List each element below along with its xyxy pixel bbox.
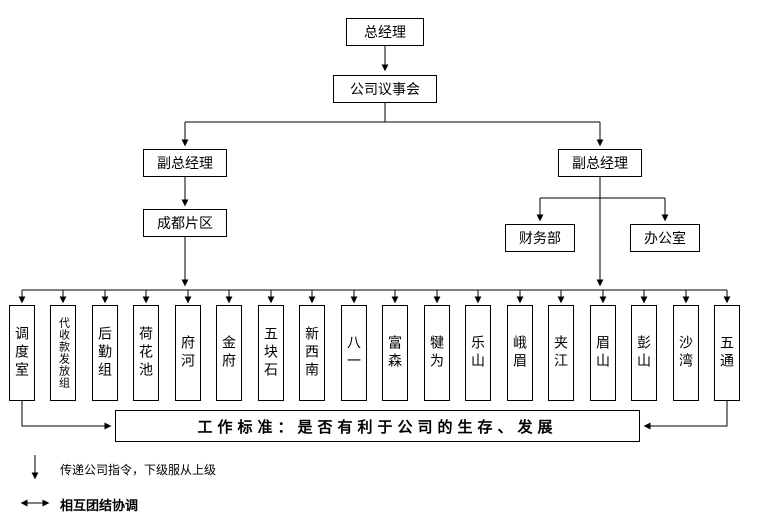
unit-label: 夹江 — [553, 335, 569, 371]
unit-box-fuhe: 府河 — [175, 305, 201, 401]
node-deputy-gm-right: 副总经理 — [558, 149, 642, 177]
unit-label: 五通 — [719, 335, 735, 371]
node-company-council: 公司议事会 — [333, 75, 437, 103]
unit-label: 富森 — [387, 335, 403, 371]
unit-label: 乐山 — [470, 335, 486, 371]
unit-box-meishan: 眉山 — [590, 305, 616, 401]
unit-box-wutong: 五通 — [714, 305, 740, 401]
unit-box-wukuaishi: 五块石 — [258, 305, 284, 401]
unit-box-fusen: 富森 — [382, 305, 408, 401]
node-chengdu-area: 成都片区 — [143, 209, 227, 237]
node-deputy-gm-right-label: 副总经理 — [572, 155, 628, 171]
node-office-label: 办公室 — [644, 230, 686, 246]
node-finance-dept: 财务部 — [505, 224, 575, 252]
unit-label: 代收款发放组 — [57, 317, 70, 389]
unit-label: 峨眉 — [512, 335, 528, 371]
unit-box-houqinzu: 后勤组 — [92, 305, 118, 401]
unit-label: 金府 — [221, 335, 237, 371]
unit-box-qianwei: 犍为 — [424, 305, 450, 401]
node-deputy-gm-left-label: 副总经理 — [157, 155, 213, 171]
unit-label: 新西南 — [304, 326, 320, 380]
unit-label: 眉山 — [595, 335, 611, 371]
unit-label: 府河 — [180, 335, 196, 371]
legend-command-text: 传递公司指令，下级服从上级 — [60, 463, 217, 477]
unit-box-leshan: 乐山 — [465, 305, 491, 401]
node-office: 办公室 — [630, 224, 700, 252]
work-standard-box: 工作标准：是否有利于公司的生存、发展 — [115, 410, 640, 442]
unit-label: 犍为 — [429, 335, 445, 371]
node-company-council-label: 公司议事会 — [350, 81, 420, 97]
work-standard-label: 工作标准：是否有利于公司的生存、发展 — [197, 418, 558, 436]
node-finance-dept-label: 财务部 — [519, 230, 561, 246]
node-chengdu-area-label: 成都片区 — [157, 215, 213, 231]
unit-label: 彭山 — [636, 335, 652, 371]
unit-box-pengshan: 彭山 — [631, 305, 657, 401]
unit-label: 八一 — [346, 335, 362, 371]
unit-label: 后勤组 — [97, 326, 113, 380]
unit-box-diaodushi: 调度室 — [9, 305, 35, 401]
node-general-manager-label: 总经理 — [364, 24, 406, 40]
unit-box-xinxinan: 新西南 — [299, 305, 325, 401]
unit-label: 调度室 — [14, 326, 30, 380]
unit-box-bayi: 八一 — [341, 305, 367, 401]
unit-box-jinfu: 金府 — [216, 305, 242, 401]
tree-connectors — [18, 46, 731, 430]
unit-box-jiajiang: 夹江 — [548, 305, 574, 401]
unit-label: 荷花池 — [138, 326, 154, 380]
node-deputy-gm-left: 副总经理 — [143, 149, 227, 177]
unit-box-shawan: 沙湾 — [673, 305, 699, 401]
unit-box-emei: 峨眉 — [507, 305, 533, 401]
unit-label: 五块石 — [263, 326, 279, 380]
unit-label: 沙湾 — [678, 335, 694, 371]
legend-mutual-text: 相互团结协调 — [60, 498, 139, 513]
unit-box-daishoukuan: 代收款发放组 — [50, 305, 76, 401]
unit-box-hehuachi: 荷花池 — [133, 305, 159, 401]
node-general-manager: 总经理 — [346, 18, 424, 46]
